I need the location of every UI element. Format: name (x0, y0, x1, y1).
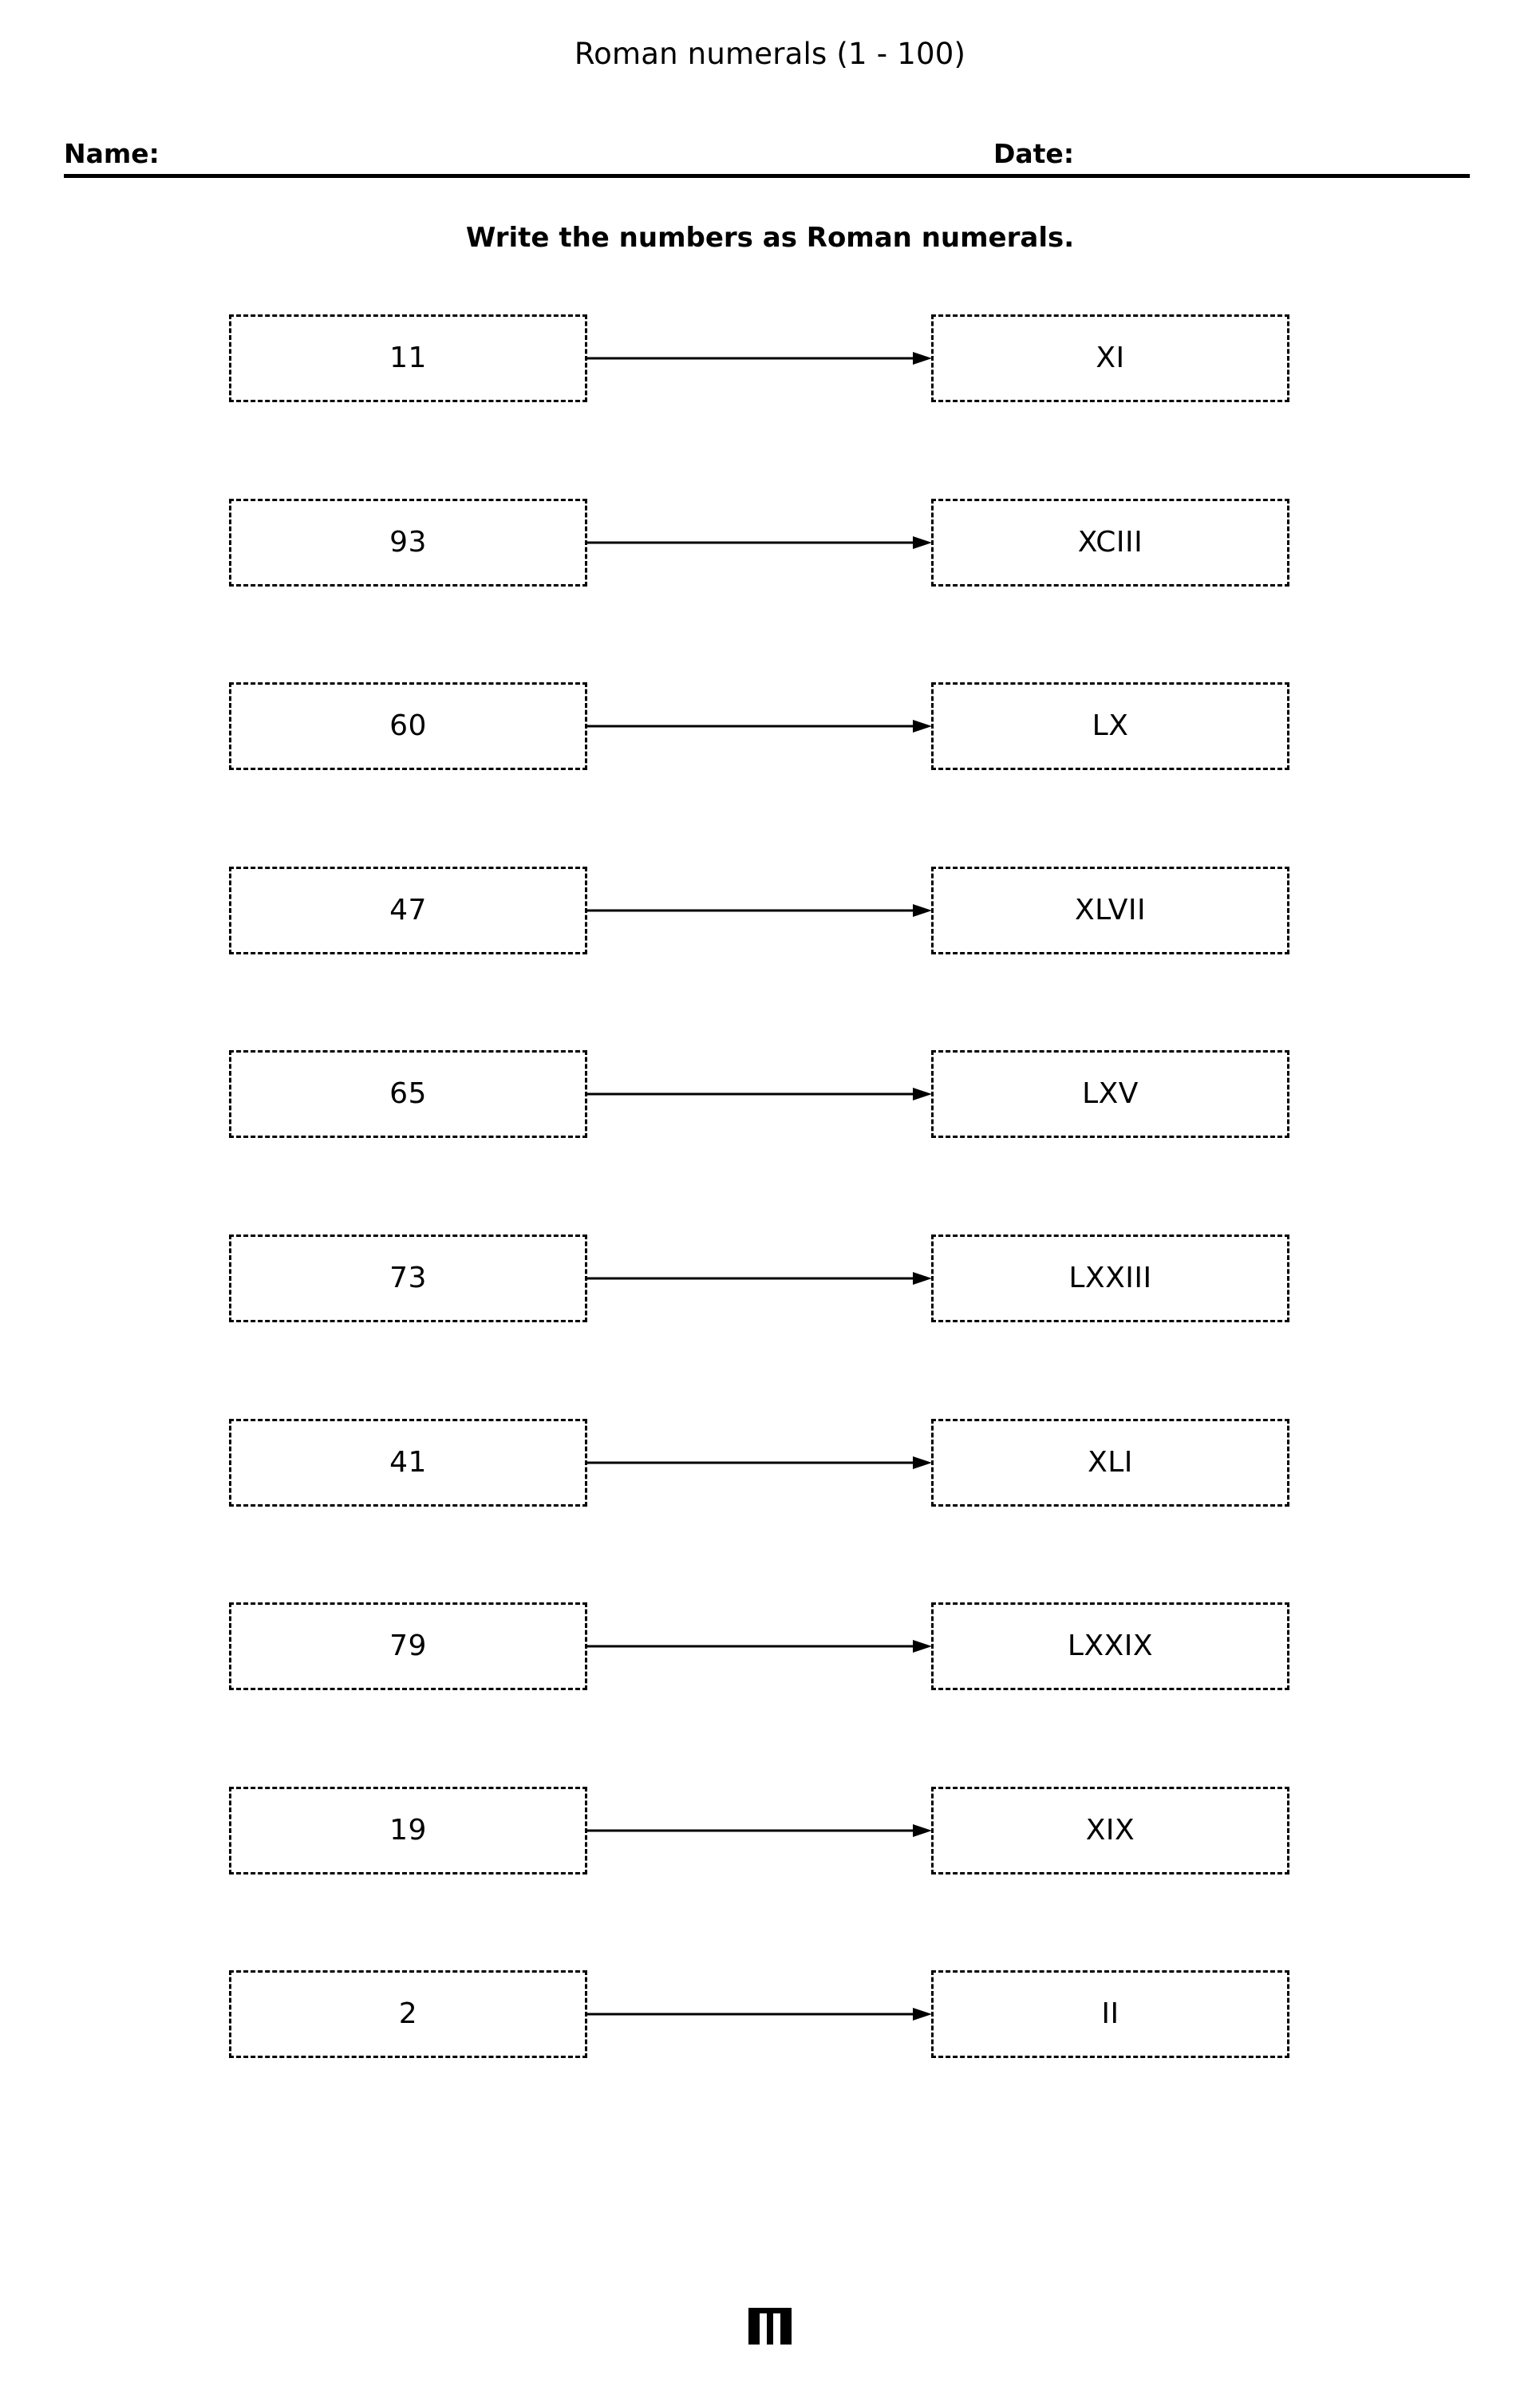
number-box[interactable]: 73 (229, 1234, 587, 1322)
number-box[interactable]: 93 (229, 498, 587, 587)
number-box[interactable]: 2 (229, 1970, 587, 2059)
roman-numeral-value: XCIII (1077, 525, 1143, 559)
number-value: 93 (389, 525, 427, 559)
number-value: 19 (389, 1813, 427, 1847)
problem-row: 65 LXV (0, 1050, 1540, 1235)
number-box[interactable]: 60 (229, 682, 587, 771)
number-value: 41 (389, 1445, 427, 1479)
roman-numeral-box[interactable]: LX (931, 682, 1289, 771)
number-value: 60 (389, 709, 427, 743)
name-label: Name: (64, 138, 160, 169)
roman-numeral-box[interactable]: XCIII (931, 498, 1289, 587)
arrow-right-icon (587, 720, 932, 733)
problem-row: 41 XLI (0, 1418, 1540, 1603)
arrow-right-icon (587, 535, 932, 549)
roman-numeral-value: XIX (1085, 1813, 1135, 1847)
math-worksheet-logo-icon (748, 2308, 792, 2345)
roman-numeral-value: XLI (1088, 1445, 1133, 1479)
number-box[interactable]: 19 (229, 1786, 587, 1875)
arrow-right-icon (587, 1271, 932, 1285)
roman-numeral-box[interactable]: LXXIII (931, 1234, 1289, 1322)
roman-numeral-value: XLVII (1074, 893, 1147, 926)
arrow-right-icon (587, 1456, 932, 1469)
page-title: Roman numerals (1 - 100) (574, 37, 966, 71)
name-date-row: Name: Date: (64, 137, 1470, 174)
roman-numeral-box[interactable]: II (931, 1970, 1289, 2059)
problem-row: 2 II (0, 1970, 1540, 2155)
problem-row: 47 XLVII (0, 866, 1540, 1051)
number-box[interactable]: 65 (229, 1050, 587, 1139)
roman-numeral-box[interactable]: XLVII (931, 866, 1289, 954)
number-value: 79 (389, 1630, 427, 1663)
roman-numeral-value: XI (1096, 342, 1125, 374)
roman-numeral-value: II (1101, 1997, 1119, 2031)
number-value: 73 (389, 1261, 427, 1294)
arrow-right-icon (587, 1088, 932, 1101)
roman-numeral-value: LXXIII (1068, 1261, 1152, 1294)
roman-numeral-box[interactable]: LXV (931, 1050, 1289, 1139)
name-date-divider (64, 174, 1470, 178)
problem-row: 60 LX (0, 682, 1540, 867)
number-value: 11 (389, 342, 427, 374)
number-box[interactable]: 47 (229, 866, 587, 954)
problem-row: 11 XI (0, 314, 1540, 499)
roman-numeral-box[interactable]: XLI (931, 1418, 1289, 1507)
number-value: 47 (389, 893, 427, 926)
arrow-right-icon (587, 1640, 932, 1653)
arrow-right-icon (587, 2008, 932, 2021)
number-box[interactable]: 79 (229, 1602, 587, 1691)
roman-numeral-value: LXXIX (1067, 1630, 1154, 1663)
roman-numeral-value: LX (1092, 709, 1129, 743)
problem-row: 19 XIX (0, 1786, 1540, 1971)
roman-numeral-box[interactable]: XIX (931, 1786, 1289, 1875)
roman-numeral-box[interactable]: LXXIX (931, 1602, 1289, 1691)
number-value: 2 (398, 1997, 418, 2031)
arrow-right-icon (587, 352, 932, 365)
number-value: 65 (389, 1077, 427, 1111)
arrow-right-icon (587, 903, 932, 917)
roman-numeral-box[interactable]: XI (931, 314, 1289, 402)
number-box[interactable]: 11 (229, 314, 587, 402)
number-box[interactable]: 41 (229, 1418, 587, 1507)
problem-row: 73 LXXIII (0, 1234, 1540, 1419)
instruction-text: Write the numbers as Roman numerals. (465, 222, 1075, 254)
roman-numeral-value: LXV (1082, 1077, 1139, 1111)
problem-row: 79 LXXIX (0, 1602, 1540, 1787)
date-label: Date: (993, 138, 1075, 169)
problem-row: 93 XCIII (0, 498, 1540, 683)
problem-list: 11 XI 93 XCIII 60 LX 47 XLVII 65 LXV 73 LXXIII 41 XLI… (0, 314, 1540, 2155)
arrow-right-icon (587, 1823, 932, 1837)
